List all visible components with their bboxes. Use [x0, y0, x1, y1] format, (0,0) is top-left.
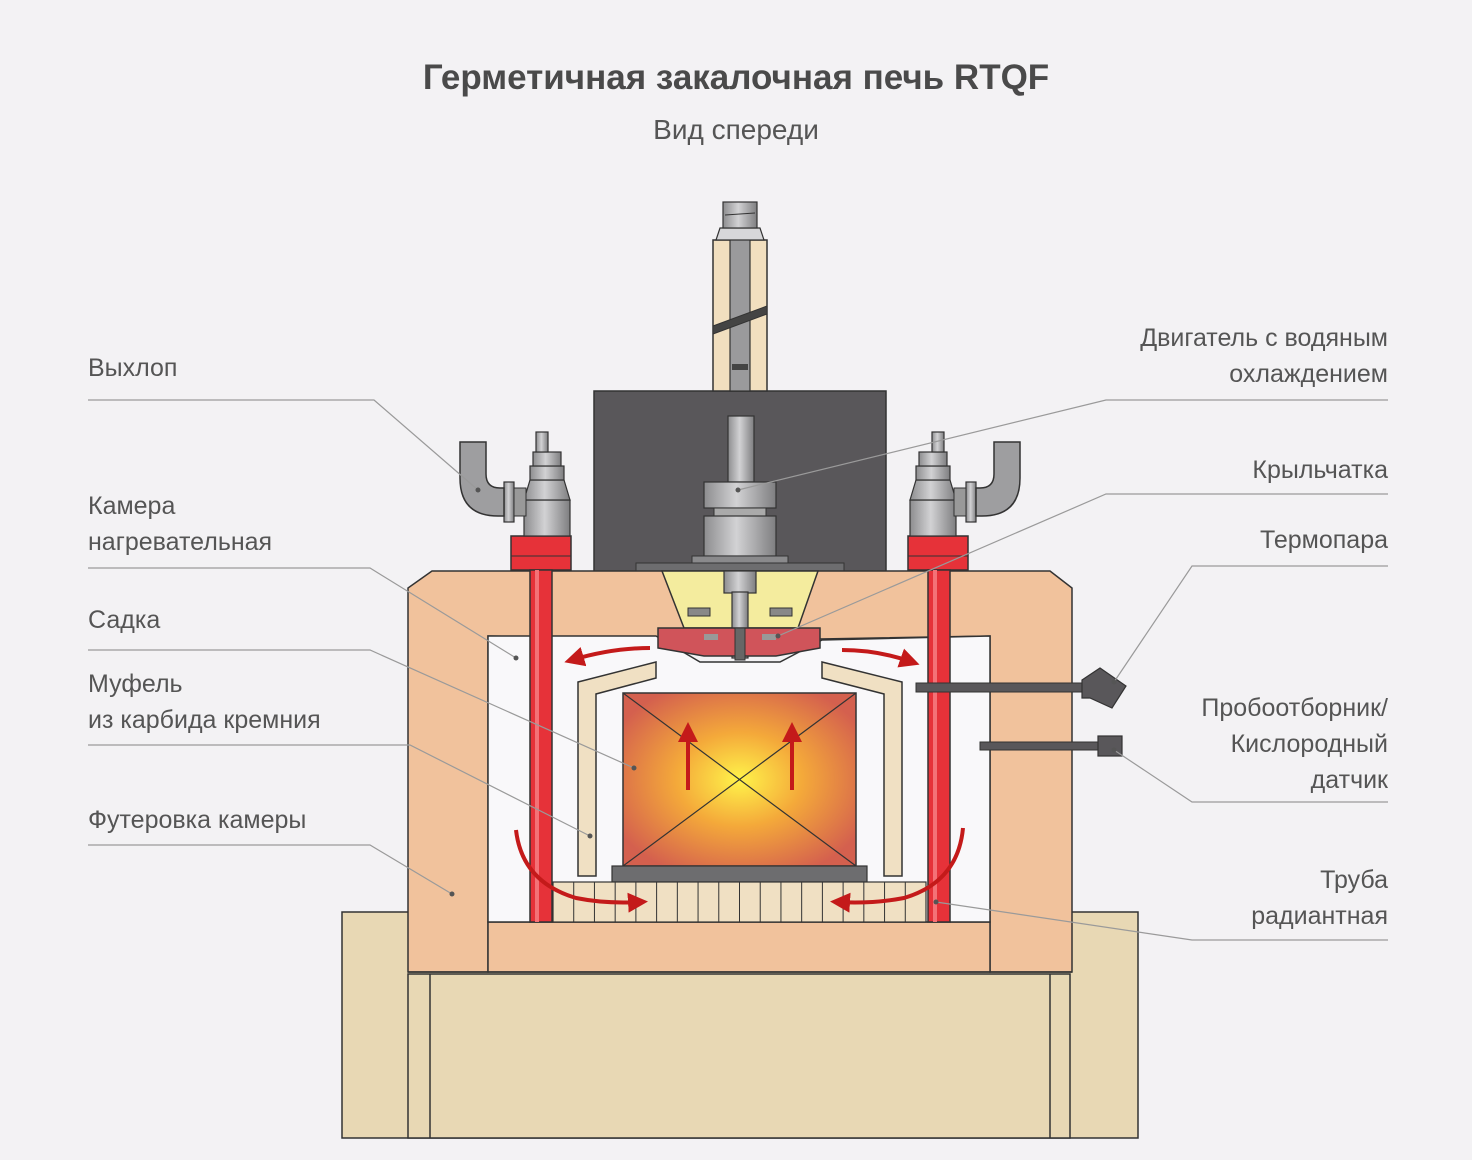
label-sampler-line3: датчик — [1310, 766, 1388, 794]
load — [611, 692, 868, 883]
leader-dots — [449, 487, 1117, 905]
label-water-cooled-motor: Двигатель с водяным охлаждением — [1140, 320, 1388, 392]
exhaust-pipe-right — [975, 441, 1021, 517]
chamber-lining — [407, 570, 1073, 973]
flow-arrows — [514, 646, 965, 913]
label-impeller: Крыльчатка — [1252, 456, 1388, 484]
label-thermocouple: Термопара — [1259, 526, 1388, 554]
muffle — [577, 661, 903, 877]
label-radiant-tube: Труба радиантная — [1251, 862, 1388, 934]
label-muffle: Муфель из карбида кремния — [88, 666, 321, 738]
motor-stack — [712, 201, 768, 392]
page-title: Герметичная закалочная печь RTQF — [422, 58, 1050, 97]
label-tube-line1: Труба — [1320, 866, 1388, 894]
label-sampler-line1: Пробоотборник/ — [1201, 694, 1388, 722]
label-heating-chamber: Камера нагревательная — [88, 488, 272, 560]
burner-right — [909, 431, 977, 537]
label-heating-chamber-line1: Камера — [88, 492, 176, 520]
label-sampler-oxygen-sensor: Пробоотборник/ Кислородный датчик — [1201, 690, 1388, 798]
label-muffle-line1: Муфель — [88, 670, 183, 698]
radiant-tube-left — [510, 535, 572, 923]
label-load: Садка — [88, 606, 161, 634]
water-cooled-motor — [635, 415, 845, 572]
page-subtitle: Вид спереди — [653, 114, 819, 145]
label-heating-chamber-line2: нагревательная — [88, 528, 273, 556]
leader-lines — [88, 399, 1388, 941]
exhaust-pipe-left — [459, 441, 505, 517]
label-motor-line1: Двигатель с водяным — [1140, 324, 1388, 352]
label-motor-line2: охлаждением — [1229, 360, 1388, 388]
label-exhaust: Выхлоп — [88, 354, 178, 382]
thermocouple — [915, 667, 1127, 709]
label-muffle-line2: из карбида кремния — [88, 706, 321, 734]
burner-left — [503, 431, 571, 537]
label-tube-line2: радиантная — [1251, 902, 1388, 930]
label-chamber-lining: Футеровка камеры — [88, 806, 307, 834]
label-sampler-line2: Кислородный — [1230, 730, 1388, 758]
